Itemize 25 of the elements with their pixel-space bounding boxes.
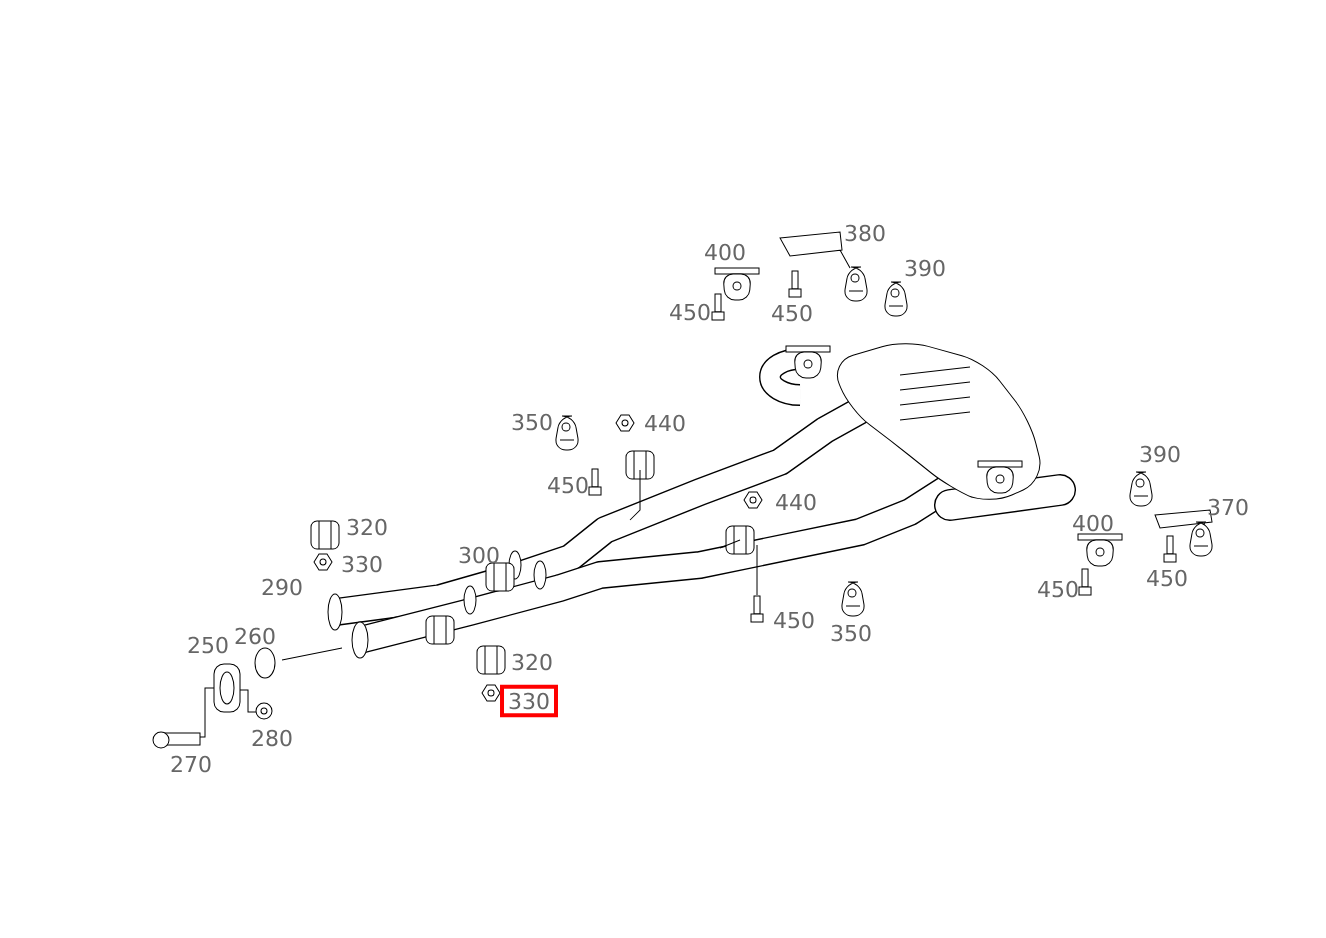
callout-number: 450 <box>1038 580 1078 598</box>
callout-number: 280 <box>252 729 292 747</box>
callout-number: 450 <box>774 611 814 629</box>
callout-number: 330 <box>342 555 382 573</box>
callout-number: 390 <box>905 259 945 277</box>
callout-number: 350 <box>831 624 871 642</box>
callout-number: 450 <box>548 476 588 494</box>
callout-number: 250 <box>188 636 228 654</box>
callout-number: 400 <box>1073 514 1113 532</box>
callout-number: 400 <box>705 243 745 261</box>
callout-number: 260 <box>235 627 275 645</box>
callout-number: 440 <box>776 493 816 511</box>
callout-number: 390 <box>1140 445 1180 463</box>
callout-number: 290 <box>262 578 302 596</box>
callout-number: 450 <box>772 304 812 322</box>
callout-number: 320 <box>347 518 387 536</box>
callout-number: 270 <box>171 755 211 773</box>
callout-number: 350 <box>512 413 552 431</box>
callout-number: 380 <box>845 224 885 242</box>
callout-number: 370 <box>1208 498 1248 516</box>
callout-number: 450 <box>1147 569 1187 587</box>
callout-number: 300 <box>459 546 499 564</box>
callout-number: 440 <box>645 414 685 432</box>
callout-number: 450 <box>670 303 710 321</box>
highlighted-callout: 330 <box>500 684 558 718</box>
